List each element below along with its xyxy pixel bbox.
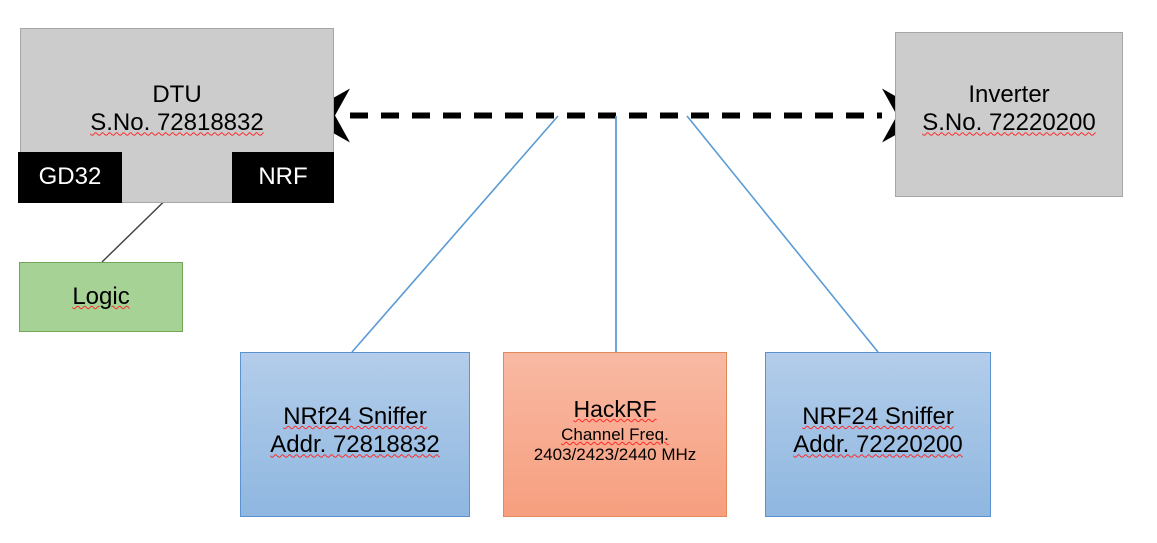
sniffer-left-tap-line [351,115,559,353]
logic-label: Logic [72,282,130,310]
logic-analyzer-node[interactable]: Logic [19,262,183,332]
sniffer-left-title: NRf24 Sniffer [283,403,427,430]
hackrf-title: HackRF [573,396,657,422]
sniffer-left-node[interactable]: NRf24 Sniffer Addr. 72818832 [240,352,470,517]
dtu-serial: S.No. 72818832 [90,109,264,137]
nrf-chip[interactable]: NRF [232,152,334,203]
inverter-serial: S.No. 72220200 [922,109,1096,137]
hackrf-frequencies: 2403/2423/2440 MHz [533,445,697,465]
sniffer-right-addr: Addr. 72220200 [793,431,963,459]
sniffer-left-addr: Addr. 72818832 [270,431,440,459]
hackrf-node[interactable]: HackRF Channel Freq. 2403/2423/2440 MHz [503,352,727,517]
sniffer-right-tap-line [686,115,879,353]
nrf-label: NRF [258,163,308,191]
hackrf-subtitle: Channel Freq. [561,425,669,445]
gd32-label: GD32 [38,163,102,191]
dtu-title: DTU [152,81,202,108]
gd32-chip[interactable]: GD32 [18,152,122,203]
sniffer-right-title: NRF24 Sniffer [802,403,954,430]
inverter-node[interactable]: Inverter S.No. 72220200 [895,32,1123,197]
sniffer-right-node[interactable]: NRF24 Sniffer Addr. 72220200 [765,352,991,517]
inverter-title: Inverter [968,81,1050,108]
